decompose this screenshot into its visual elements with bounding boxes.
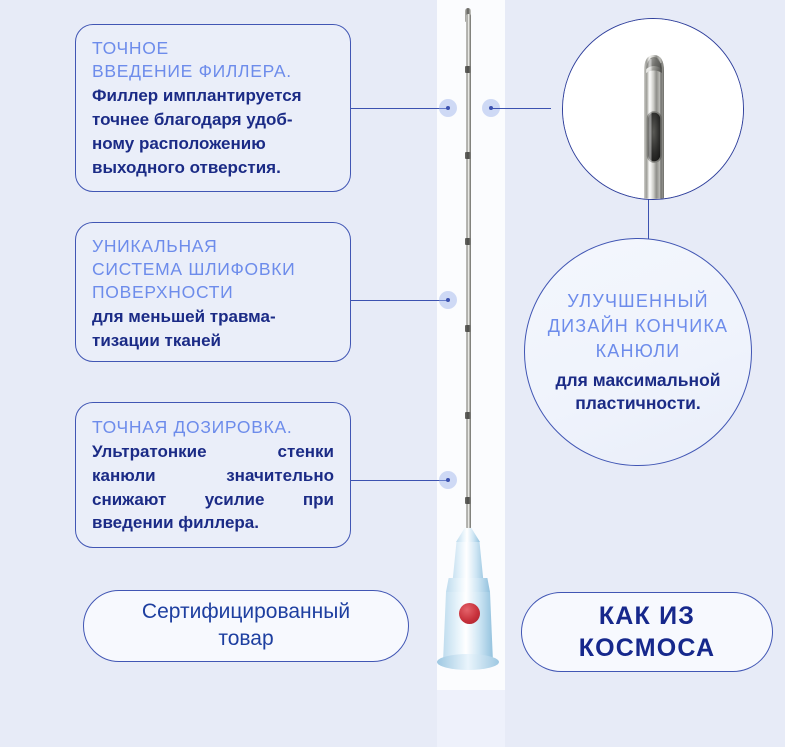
lead-line-photo [491,108,551,110]
shaft-marking [465,497,471,504]
shaft-marking [465,66,471,73]
info-box-body: Ультратонкие стенки канюли значительно с… [92,442,334,533]
lead-line-circle-stub [648,198,650,240]
cannula-tip-illustration [563,19,743,199]
lead-dot-box2 [439,291,457,309]
info-box-unique-polishing-system[interactable]: УНИКАЛЬНАЯ СИСТЕМА ШЛИФОВКИ ПОВЕРХНОСТИ … [75,222,351,362]
certified-product-label: Сертифицированный товар [141,600,351,650]
info-box-precise-filler-injection[interactable]: ТОЧНОЕ ВВЕДЕНИЕ ФИЛЛЕРА. Филлер импланти… [75,24,351,192]
like-from-space-label: КАК ИЗ КОСМОСА [578,602,716,662]
hub-flange [437,654,499,670]
lead-line-box1 [351,108,447,110]
circle-body: для максимальной пластичности. [555,369,721,414]
info-box-title: ТОЧНОЕ ВВЕДЕНИЕ ФИЛЛЕРА. [92,38,292,82]
hub-color-code-dot [459,603,480,624]
circle-text-block: УЛУЧШЕННЫЙ ДИЗАЙН КОНЧИКА КАНЮЛИ для мак… [525,289,751,416]
cannula-tip-macro-photo[interactable] [562,18,744,200]
info-box-precise-dosage[interactable]: ТОЧНАЯ ДОЗИРОВКА. Ультратонкие стенки ка… [75,402,351,548]
info-box-title: ТОЧНАЯ ДОЗИРОВКА. [92,417,293,437]
shaft-marking [465,238,471,245]
circle-title: УЛУЧШЕННЫЙ ДИЗАЙН КОНЧИКА КАНЮЛИ [547,291,729,362]
lead-dot-box1 [439,99,457,117]
shaft-marking [465,325,471,332]
shaft-marking [465,412,471,419]
hub-mid-body [446,578,490,592]
hub-upper-body [452,542,484,578]
lead-dot-box3 [439,471,457,489]
cannula-shaft [465,14,471,529]
lead-line-box2 [351,300,447,302]
info-box-title: УНИКАЛЬНАЯ СИСТЕМА ШЛИФОВКИ ПОВЕРХНОСТИ [92,236,296,303]
shaft-marking [465,152,471,159]
info-box-body: Филлер имплантируется точнее благодаря у… [92,86,302,177]
like-from-space-badge[interactable]: КАК ИЗ КОСМОСА [521,592,773,672]
info-box-body: для меньшей травма- тизации тканей [92,307,276,351]
cannula-tip-design-circle[interactable]: УЛУЧШЕННЫЙ ДИЗАЙН КОНЧИКА КАНЮЛИ для мак… [524,238,752,466]
lead-line-box3 [351,480,447,482]
certified-product-badge[interactable]: Сертифицированный товар [83,590,409,662]
